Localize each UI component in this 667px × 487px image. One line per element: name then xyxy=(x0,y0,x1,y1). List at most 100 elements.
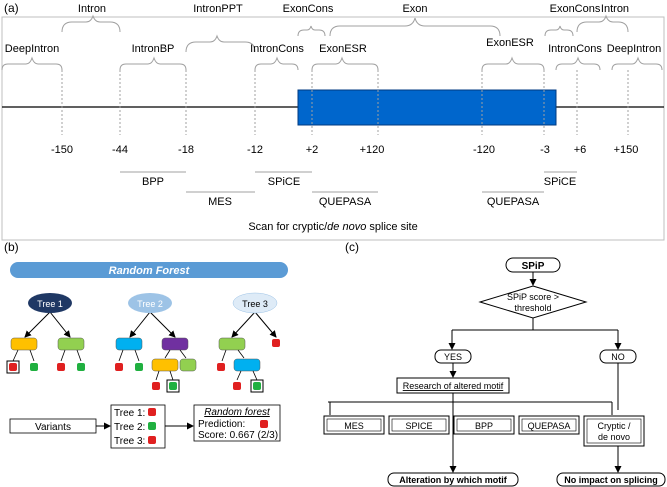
result-prediction: Prediction: xyxy=(198,419,245,430)
tree-2: Tree 2 xyxy=(115,293,197,393)
tree-2-root xyxy=(128,293,172,313)
label-intron-right: Intron xyxy=(601,3,629,15)
label-exoncons-left: ExonCons xyxy=(283,3,334,15)
leaf-red xyxy=(9,363,17,371)
panel-a-frame xyxy=(1,16,665,241)
outcome-yes-label: Alteration by which motif xyxy=(399,475,508,485)
selected-leaf-frame xyxy=(6,360,20,374)
spip-start-label: SPiP xyxy=(522,261,545,272)
leaf-green xyxy=(30,363,38,371)
pos-label: -150 xyxy=(51,144,73,156)
panel-a-caption: Scan for cryptic/de novo splice site xyxy=(248,221,417,233)
cryptic-label-2: de novo xyxy=(598,432,630,442)
tree-node xyxy=(10,337,38,351)
label-intron-left: Intron xyxy=(78,3,106,15)
leaf-red xyxy=(233,382,241,390)
panel-a: (a) Intron IntronPPT ExonCons Exon E xyxy=(1,1,665,241)
tree-node xyxy=(218,337,246,351)
caption-italic: de novo xyxy=(327,221,366,233)
tree-node xyxy=(179,358,197,372)
outcome-yes-box xyxy=(387,472,519,487)
label-introncons-right: IntronCons xyxy=(548,43,602,55)
tool-spice-right: SPiCE xyxy=(544,176,576,188)
label-deepintron-right: DeepIntron xyxy=(607,43,661,55)
leaf-red xyxy=(152,382,160,390)
tree-3: Tree 3 xyxy=(217,292,280,393)
leaf-red xyxy=(217,363,225,371)
banner-title: Random Forest xyxy=(109,265,191,277)
vote-red xyxy=(148,436,156,444)
label-deepintron-left: DeepIntron xyxy=(5,43,59,55)
decision-line-1: SPiP score > xyxy=(507,292,559,302)
leaf-red xyxy=(57,363,65,371)
pos-label: -18 xyxy=(178,144,194,156)
cryptic-label-1: Cryptic / xyxy=(597,421,631,431)
tool-ranges xyxy=(120,171,577,193)
outcome-no-box xyxy=(556,472,666,487)
motif-boxes: MES SPICE BPP QUEPASA Cryptic / de novo xyxy=(323,415,645,447)
tree-node xyxy=(161,337,189,351)
motif-label: SPICE xyxy=(405,421,432,431)
random-forest-banner xyxy=(10,262,288,278)
motif-box-quepasa xyxy=(518,415,580,435)
result-score: Score: 0.667 (2/3) xyxy=(198,430,278,441)
tree-node xyxy=(151,358,179,372)
tree-2-label: Tree 2 xyxy=(137,299,163,309)
no-label: NO xyxy=(611,352,625,362)
tool-bpp: BPP xyxy=(142,176,164,188)
motif-box-mes xyxy=(323,415,385,435)
vote-red xyxy=(148,408,156,416)
panel-c-label: (c) xyxy=(345,240,359,254)
tree-3-label: Tree 3 xyxy=(242,299,268,309)
tool-labels: BPP SPiCE MES QUEPASA SPiCE QUEPASA xyxy=(142,176,576,208)
tool-quepasa-left: QUEPASA xyxy=(319,196,372,208)
position-ticks xyxy=(61,70,629,135)
exon-box xyxy=(297,89,557,126)
label-introncons-left: IntronCons xyxy=(250,43,304,55)
pos-label: -120 xyxy=(473,144,495,156)
motif-box-bpp xyxy=(453,415,515,435)
vote-label: Tree 1: xyxy=(114,408,145,419)
research-label: Research of altered motif xyxy=(403,381,504,391)
outcome-no-label: No impact on splicing xyxy=(564,475,658,485)
leaf-red xyxy=(115,363,123,371)
variants-label: Variants xyxy=(35,422,71,433)
motif-label: QUEPASA xyxy=(528,421,571,431)
decision-diamond xyxy=(478,285,588,319)
pos-label: +6 xyxy=(574,144,587,156)
top-braces xyxy=(61,14,629,53)
tree-node xyxy=(233,358,261,372)
label-exon: Exon xyxy=(402,3,427,15)
motif-label: MES xyxy=(344,421,364,431)
yes-label: YES xyxy=(444,352,462,362)
vote-label: Tree 3: xyxy=(114,436,145,447)
motif-label: BPP xyxy=(475,421,493,431)
leaf-green xyxy=(135,363,143,371)
tree-1: Tree 1 xyxy=(6,293,85,374)
leaf-green xyxy=(77,363,85,371)
prediction-red xyxy=(260,420,268,428)
label-intron-ppt: IntronPPT xyxy=(193,3,243,15)
leaf-green xyxy=(169,382,177,390)
tool-quepasa-right: QUEPASA xyxy=(487,196,540,208)
vote-green xyxy=(148,422,156,430)
tree-3-root xyxy=(232,292,278,314)
motif-box-cryptic xyxy=(583,415,645,447)
tree-node xyxy=(57,337,85,351)
panel-c: (c) SPiP SPiP score > threshold YES NO R… xyxy=(323,240,666,487)
pos-label: +120 xyxy=(360,144,385,156)
motif-box-spice xyxy=(388,415,450,435)
tree-node xyxy=(115,337,143,351)
caption-post: splice site xyxy=(366,221,417,233)
label-intronbp: IntronBP xyxy=(132,43,175,55)
tool-mes: MES xyxy=(208,196,232,208)
panel-b: (b) Random Forest Tree 1 Tree 2 xyxy=(4,240,288,449)
pos-label: -3 xyxy=(540,144,550,156)
tree-1-root xyxy=(28,293,72,313)
decision-line-2: threshold xyxy=(514,303,551,313)
leaf-green xyxy=(253,382,261,390)
pos-label: +2 xyxy=(306,144,319,156)
label-exoncons-right: ExonCons xyxy=(550,3,601,15)
tree-1-label: Tree 1 xyxy=(37,299,63,309)
